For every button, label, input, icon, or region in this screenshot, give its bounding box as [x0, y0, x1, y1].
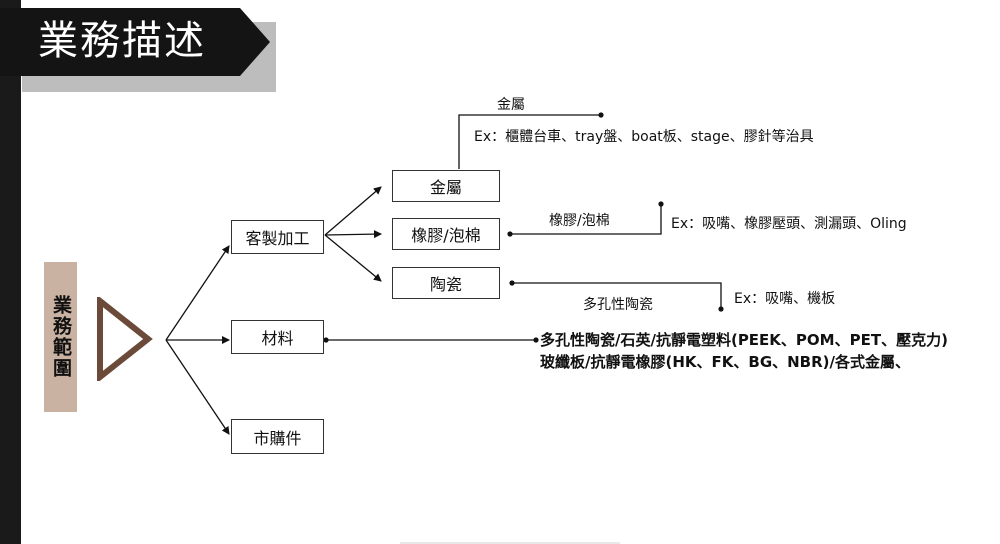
- node-custom-processing: 客製加工: [231, 220, 324, 254]
- material-list-line-2: 玻纖板/抗靜電橡膠(HK、FK、BG、NBR)/各式金屬、: [540, 353, 910, 371]
- side-label-business-scope: 業務範圍: [44, 262, 77, 412]
- metal-examples: Ex：櫃體台車、tray盤、boat板、stage、膠針等治具: [474, 129, 814, 145]
- metal-label: 金屬: [497, 97, 525, 113]
- node-market-parts: 市購件: [231, 419, 324, 454]
- material-list-line-1: 多孔性陶瓷/石英/抗靜電塑料(PEEK、POM、PET、壓克力): [540, 331, 948, 349]
- page-title: 業務描述: [38, 18, 206, 64]
- node-ceramic: 陶瓷: [392, 267, 500, 299]
- ceramic-examples: Ex：吸嘴、機板: [734, 291, 836, 307]
- node-rubber-foam: 橡膠/泡棉: [392, 218, 500, 250]
- left-edge-bar: [0, 0, 21, 544]
- triangle-play-icon: [97, 297, 153, 381]
- bottom-mark: [400, 542, 620, 544]
- node-material: 材料: [231, 320, 324, 354]
- ceramic-label: 多孔性陶瓷: [583, 297, 653, 313]
- rubber-label: 橡膠/泡棉: [549, 213, 610, 229]
- rubber-examples: Ex：吸嘴、橡膠壓頭、測漏頭、Oling: [671, 216, 907, 232]
- title-banner: [0, 8, 270, 76]
- node-metal: 金屬: [392, 170, 500, 202]
